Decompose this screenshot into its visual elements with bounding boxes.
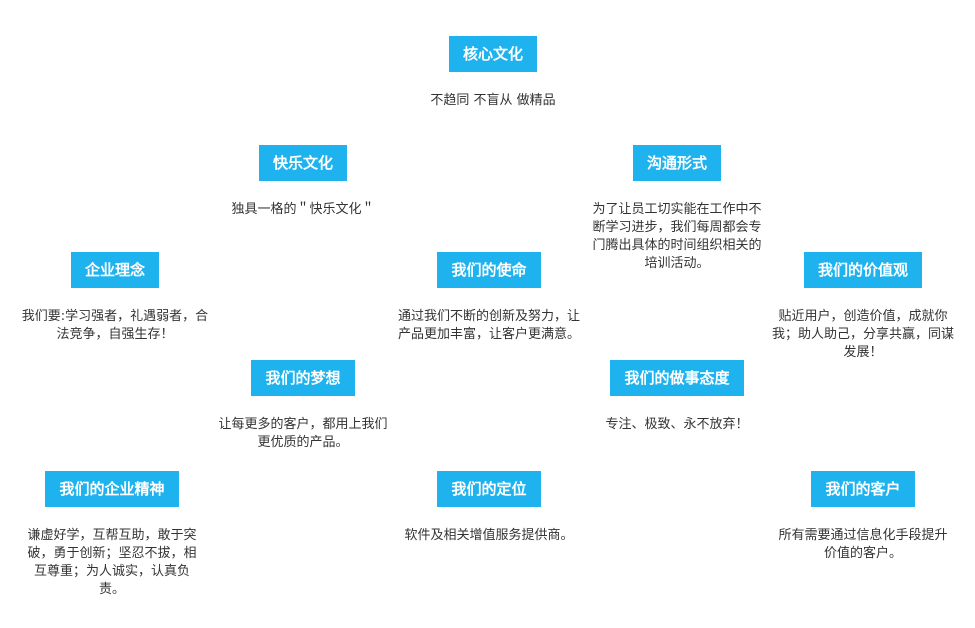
values-text: 贴近用户，创造价值，成就你我；助人助己，分享共赢，同谋发展！ <box>772 309 955 360</box>
block-enterprise-spirit: 我们的企业精神 谦虚好学，互帮互助，敢于突破，勇于创新；坚忍不拔，相互尊重；为人… <box>22 471 202 599</box>
happy-culture-text: 独具一格的＂快乐文化＂ <box>231 202 375 217</box>
block-mission: 我们的使命 通过我们不断的创新及努力，让产品更加丰富，让客户更满意。 <box>398 252 580 344</box>
core-culture-title: 核心文化 <box>448 36 537 72</box>
block-happy-culture: 快乐文化 独具一格的＂快乐文化＂ <box>203 145 403 219</box>
enterprise-spirit-text: 谦虚好学，互帮互助，敢于突破，勇于创新；坚忍不拔，相互尊重；为人诚实，认真负责。 <box>27 528 197 597</box>
positioning-title: 我们的定位 <box>437 471 541 507</box>
corporate-philosophy-text: 我们要:学习强者，礼遇弱者，合法竞争，自强生存！ <box>21 309 209 342</box>
dream-title: 我们的梦想 <box>251 360 355 396</box>
communication-text: 为了让员工切实能在工作中不断学习进步，我们每周都会专门腾出具体的时间组织相关的培… <box>592 202 762 271</box>
mission-text: 通过我们不断的创新及努力，让产品更加丰富，让客户更满意。 <box>398 309 581 342</box>
work-attitude-text: 专注、极致、永不放弃！ <box>605 417 749 432</box>
dream-text: 让每更多的客户，都用上我们更优质的产品。 <box>218 417 388 450</box>
core-culture-text: 不趋同 不盲从 做精品 <box>430 93 556 108</box>
communication-title: 沟通形式 <box>632 145 721 181</box>
positioning-text: 软件及相关增值服务提供商。 <box>404 528 574 543</box>
block-communication: 沟通形式 为了让员工切实能在工作中不断学习进步，我们每周都会专门腾出具体的时间组… <box>589 145 765 273</box>
block-core-culture: 核心文化 不趋同 不盲从 做精品 <box>393 36 593 110</box>
block-corporate-philosophy: 企业理念 我们要:学习强者，礼遇弱者，合法竞争，自强生存！ <box>20 252 210 344</box>
corporate-philosophy-title: 企业理念 <box>70 252 159 288</box>
work-attitude-title: 我们的做事态度 <box>610 360 744 396</box>
block-dream: 我们的梦想 让每更多的客户，都用上我们更优质的产品。 <box>216 360 390 452</box>
mission-title: 我们的使命 <box>437 252 541 288</box>
customers-text: 所有需要通过信息化手段提升价值的客户。 <box>778 528 948 561</box>
block-values: 我们的价值观 贴近用户，创造价值，成就你我；助人助己，分享共赢，同谋发展！ <box>772 252 954 362</box>
block-customers: 我们的客户 所有需要通过信息化手段提升价值的客户。 <box>776 471 950 563</box>
customers-title: 我们的客户 <box>811 471 915 507</box>
block-work-attitude: 我们的做事态度 专注、极致、永不放弃！ <box>577 360 777 434</box>
enterprise-spirit-title: 我们的企业精神 <box>45 471 179 507</box>
happy-culture-title: 快乐文化 <box>258 145 347 181</box>
values-title: 我们的价值观 <box>803 252 922 288</box>
block-positioning: 我们的定位 软件及相关增值服务提供商。 <box>389 471 589 545</box>
